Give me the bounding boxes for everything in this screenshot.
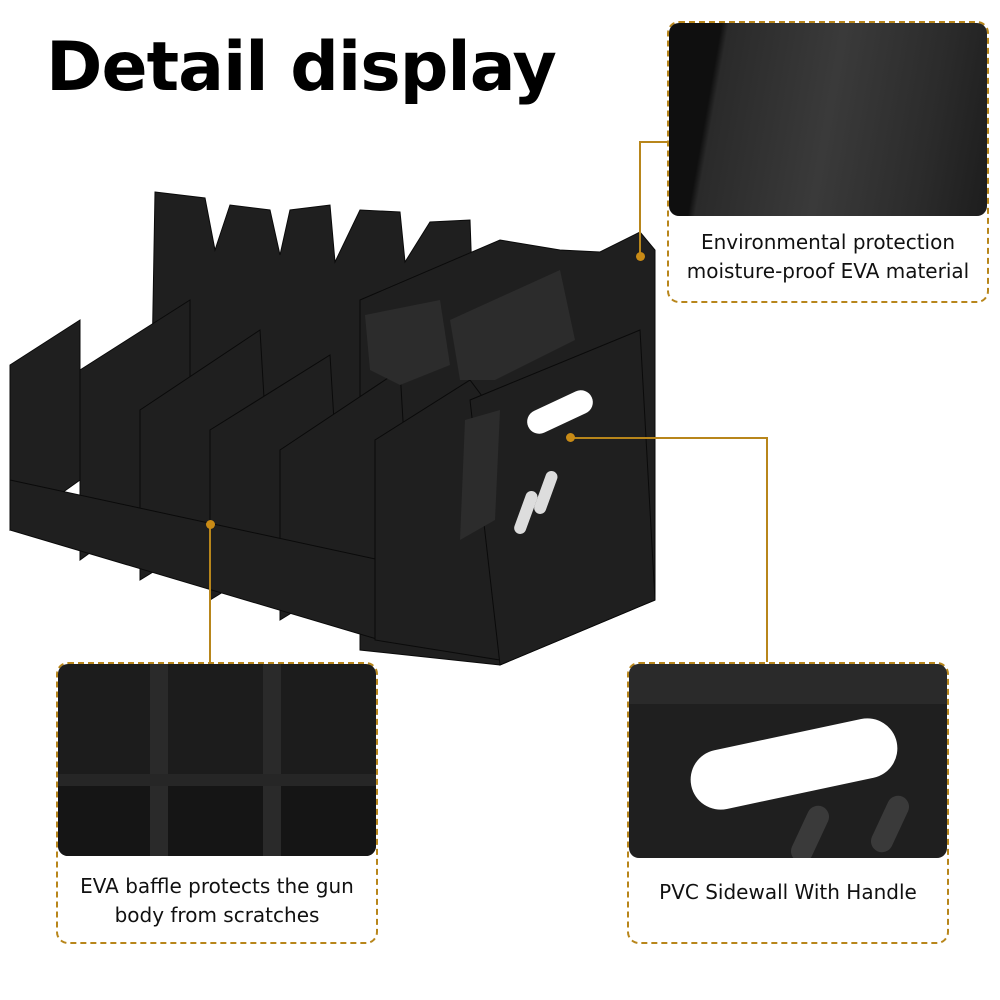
connector-dot (636, 252, 645, 261)
foam-texture-closeup-image (669, 23, 987, 216)
gun-rack-product-image (9, 191, 656, 666)
connector-line (639, 141, 669, 143)
sidewall-handle-closeup-image (629, 664, 947, 858)
callout-sidewall: PVC Sidewall With Handle (627, 662, 949, 944)
callout-baffle: EVA baffle protects the gun body from sc… (56, 662, 378, 944)
connector-dot (566, 433, 575, 442)
page-title: Detail display (46, 28, 557, 107)
callout-material: Environmental protection moisture-proof … (667, 21, 989, 303)
callout-text-line: EVA baffle protects the gun (80, 874, 354, 898)
callout-text-line: body from scratches (114, 903, 320, 927)
callout-text-line: Environmental protection (700, 230, 956, 254)
callout-text-line: PVC Sidewall With Handle (659, 880, 917, 904)
connector-dot (206, 520, 215, 529)
connector-line (639, 141, 641, 257)
callout-text-line: moisture-proof EVA material (686, 259, 970, 283)
baffle-closeup-image (58, 664, 376, 856)
connector-line (209, 525, 211, 663)
connector-line (766, 437, 768, 663)
connector-line (570, 437, 768, 439)
